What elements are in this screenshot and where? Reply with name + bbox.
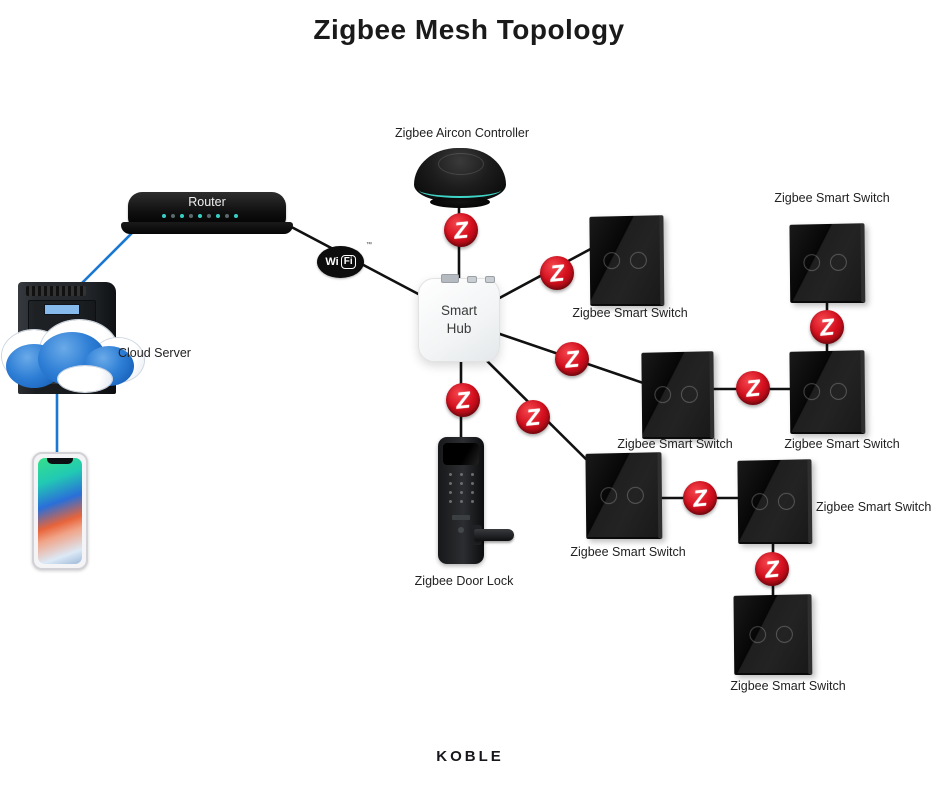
hub-label-line1: Smart — [440, 302, 477, 318]
zigbee-letter: Z — [524, 402, 542, 431]
zigbee-letter: Z — [452, 215, 470, 244]
zigbee-icon: Z — [555, 342, 589, 376]
router-label: Router — [188, 195, 226, 209]
router-base — [121, 222, 293, 234]
smart-switch-label: Zigbee Smart Switch — [816, 500, 932, 514]
zigbee-icon: Z — [736, 371, 770, 405]
door-lock-label: Zigbee Door Lock — [414, 574, 514, 588]
smart-switch-top-right — [789, 223, 866, 304]
zigbee-icon: Z — [810, 310, 844, 344]
smart-switch-label: Zigbee Smart Switch — [730, 679, 846, 693]
smart-switch-mid-left — [641, 351, 715, 440]
zigbee-letter: Z — [454, 385, 472, 414]
wifi-icon: Wi Fi ™ — [317, 242, 372, 278]
zigbee-icon: Z — [444, 213, 478, 247]
smart-hub-device: Smart Hub — [418, 274, 500, 362]
zigbee-icon: Z — [683, 481, 717, 515]
router-device: Router — [121, 192, 293, 240]
smart-switch-label: Zigbee Smart Switch — [774, 191, 890, 205]
smartphone-device — [32, 452, 88, 570]
zigbee-icon: Z — [540, 256, 574, 290]
cloud-server-device — [2, 282, 158, 407]
zigbee-letter: Z — [691, 483, 709, 512]
smart-switch-top-middle — [589, 215, 665, 307]
aircon-controller-device — [414, 148, 506, 210]
zigbee-letter: Z — [548, 258, 566, 287]
zigbee-letter: Z — [744, 373, 762, 402]
door-lock-handle — [474, 529, 514, 541]
cloud-server-label: Cloud Server — [118, 346, 191, 360]
smart-switch-label: Zigbee Smart Switch — [784, 437, 900, 451]
wifi-wi-text: Wi — [325, 256, 339, 268]
page-title: Zigbee Mesh Topology — [313, 14, 625, 45]
aircon-teal-ring — [419, 182, 501, 198]
wifi-trademark: ™ — [366, 242, 372, 248]
smart-switch-label: Zigbee Smart Switch — [617, 437, 733, 451]
zigbee-letter: Z — [563, 344, 581, 373]
phone-screen — [38, 458, 82, 564]
phone-notch — [47, 458, 73, 464]
smart-switch-bottom-right — [737, 459, 813, 545]
zigbee-icon: Z — [755, 552, 789, 586]
smart-switch-bottom-far — [733, 594, 813, 676]
smart-switch-bottom-middle — [585, 452, 663, 540]
door-lock-keypad — [449, 473, 475, 503]
door-lock-device — [438, 437, 514, 564]
zigbee-icon: Z — [446, 383, 480, 417]
hub-label-line2: Hub — [446, 321, 472, 336]
smart-switch-label: Zigbee Smart Switch — [572, 306, 688, 320]
smart-switch-mid-right — [789, 350, 866, 435]
hub-ports — [441, 274, 495, 283]
zigbee-icon: Z — [516, 400, 550, 434]
router-leds — [162, 214, 238, 218]
zigbee-letter: Z — [763, 554, 781, 583]
wifi-fi-text: Fi — [340, 255, 356, 269]
cloud-icon — [58, 366, 112, 392]
koble-logo: KOBLE — [436, 748, 504, 765]
smart-switch-label: Zigbee Smart Switch — [570, 545, 686, 559]
zigbee-letter: Z — [818, 312, 836, 341]
aircon-controller-label: Zigbee Aircon Controller — [394, 126, 530, 140]
